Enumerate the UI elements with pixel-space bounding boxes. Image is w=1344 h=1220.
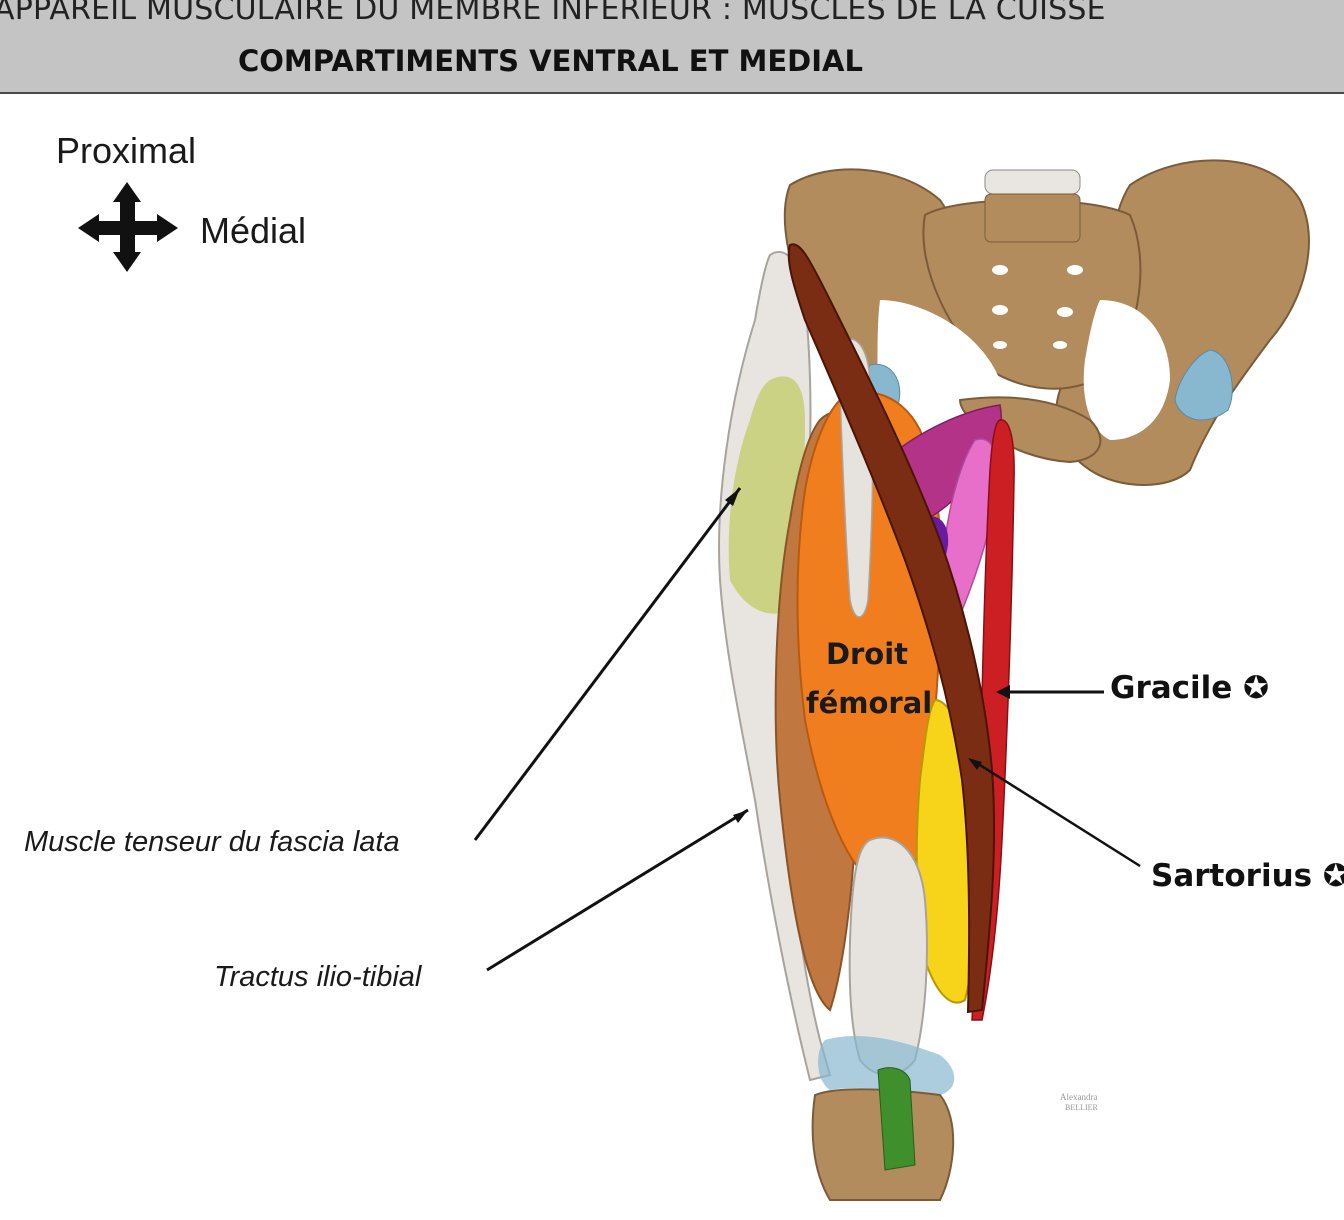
- sartorius-muscle: [787, 243, 996, 1014]
- medial-label: Médial: [200, 210, 307, 251]
- knee-region: [811, 836, 955, 1201]
- artist-signature: Alexandra: [1060, 1092, 1097, 1102]
- proximal-label: Proximal: [56, 130, 197, 171]
- patellar-ligament: [877, 1067, 916, 1171]
- four-way-arrow-icon: [78, 182, 178, 272]
- rectus-femoris-label-line1: Droit: [825, 637, 909, 671]
- page-subtitle: COMPARTIMENTS VENTRAL ET MEDIAL: [238, 44, 863, 78]
- header-banner: APPAREIL MUSCULAIRE DU MEMBRE INFERIEUR …: [0, 0, 1344, 94]
- tensor-fascia-lata-label: Muscle tenseur du fascia lata: [24, 826, 400, 858]
- leader-iliotibial-tract: [486, 808, 749, 972]
- svg-text:BELLIER: BELLIER: [1065, 1103, 1099, 1112]
- leader-tensor-fascia-lata: [473, 487, 742, 841]
- iliotibial-tract-label: Tractus ilio-tibial: [214, 961, 422, 993]
- gracilis-label: Gracile ✪: [1110, 670, 1270, 706]
- page-title: APPAREIL MUSCULAIRE DU MEMBRE INFERIEUR …: [0, 0, 1106, 27]
- rectus-femoris-label-line2: fémoral: [806, 686, 933, 720]
- sartorius-label: Sartorius ✪: [1151, 858, 1344, 894]
- pelvis-bone: [783, 159, 1310, 486]
- leader-sartorius: [971, 758, 1141, 868]
